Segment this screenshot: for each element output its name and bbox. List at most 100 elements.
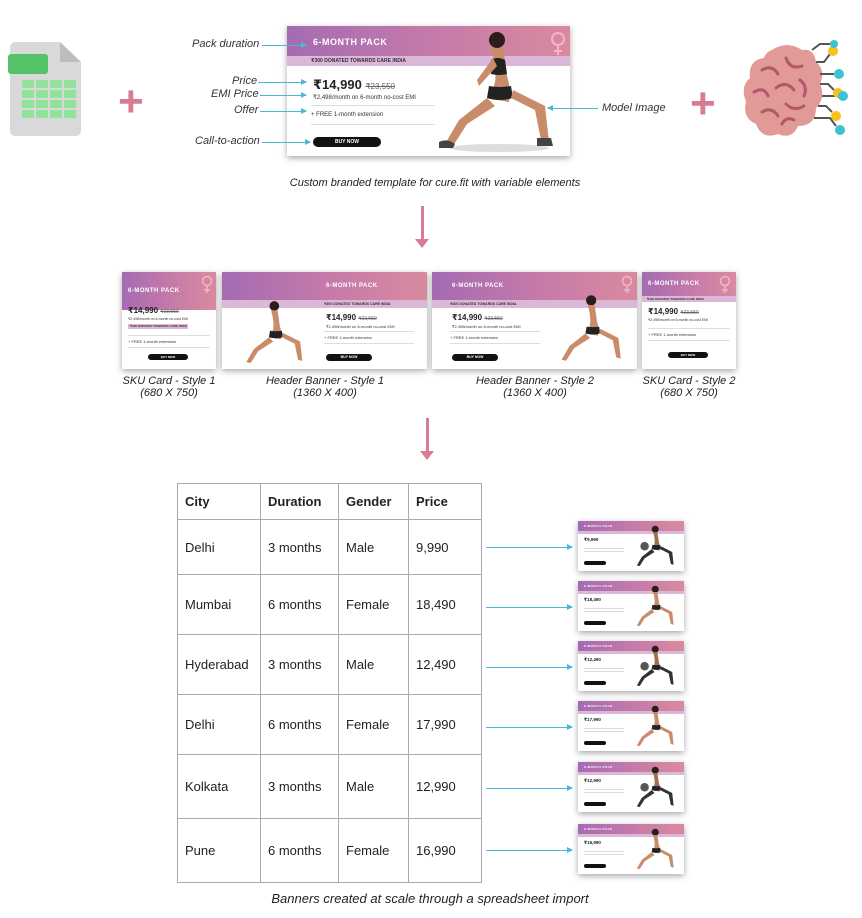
pack-title: 6-MONTH PACK [128, 288, 180, 294]
label-price: Price [232, 75, 258, 87]
output-banner: 6-MONTH PACK₹12,990 [578, 762, 684, 812]
buy-now-button[interactable]: BUY NOW [313, 137, 381, 147]
col-gender: Gender [338, 483, 409, 520]
pack-title: 6-MONTH PACK [584, 524, 613, 528]
variant-caption: Header Banner - Style 1(1360 X 400) [265, 375, 384, 399]
donation-text: ₹300 DONATED TOWARDS CARE INDIA [450, 302, 517, 306]
cell: 17,990 [408, 694, 482, 755]
offer-line [584, 668, 624, 672]
offer: + FREE 1-month extension [324, 331, 414, 344]
buy-now-button[interactable] [584, 864, 606, 868]
model-image [636, 525, 674, 567]
buy-now-button[interactable]: BUY NOW [668, 352, 708, 358]
arrow-price [258, 79, 307, 85]
model-image [439, 32, 553, 152]
model-image [636, 705, 674, 747]
offer: + FREE 1-month extension [128, 335, 210, 348]
price: ₹14,990 ₹23,550 [128, 306, 179, 315]
label-offer: Offer [234, 104, 259, 116]
price: ₹14,990 ₹23,550 [648, 307, 699, 316]
cell: 3 months [260, 754, 339, 819]
offer: + FREE 1-month extension [648, 328, 730, 341]
buy-now-button[interactable]: BUY NOW [326, 354, 372, 361]
price: ₹16,990 [584, 840, 601, 845]
variant-header-banner-1: 6-MONTH PACK ₹300 DONATED TOWARDS CARE I… [222, 272, 427, 369]
buy-now-button[interactable]: BUY NOW [148, 354, 188, 360]
buy-now-button[interactable] [584, 621, 606, 625]
offer-line [584, 608, 624, 612]
model-image [636, 585, 674, 627]
offer-line [584, 548, 624, 552]
cell: 6 months [260, 818, 339, 883]
output-banner: 6-MONTH PACK ₹16,990 [578, 824, 684, 874]
output-banner: 6-MONTH PACK ₹12,490 [578, 641, 684, 691]
cell: 3 months [260, 634, 339, 695]
emi-price: ₹2,498/month on 6-month no-cost EMI [452, 324, 521, 329]
pack-title: 6-MONTH PACK [584, 644, 613, 648]
buy-now-button[interactable]: BUY NOW [452, 354, 498, 361]
buy-now-button[interactable] [584, 561, 606, 565]
offer-line [584, 728, 624, 732]
variant-header-banner-2: 6-MONTH PACK ₹300 DONATED TOWARDS CARE I… [432, 272, 637, 369]
down-arrow-icon [415, 206, 429, 248]
buy-now-button[interactable] [584, 741, 606, 745]
cell: 12,490 [408, 634, 482, 695]
row-arrow [486, 664, 573, 670]
template-caption: Custom branded template for cure.fit wit… [289, 177, 581, 189]
output-banner: 6-MONTH PACK₹9,990 [578, 521, 684, 571]
emi-price: ₹2,498/month on 6-month no-cost EMI [326, 324, 395, 329]
buy-now-button[interactable] [584, 681, 606, 685]
cell: Delhi [177, 519, 261, 575]
emi-price: ₹2,498/month on 6-month no-cost EMI [128, 317, 189, 321]
pack-title: 6-MONTH PACK [584, 827, 613, 831]
pack-title: 6-MONTH PACK [648, 281, 700, 287]
arrow-offer [260, 108, 307, 114]
pack-title: 6-MONTH PACK [452, 283, 504, 289]
variant-sku-card-2: 6-MONTH PACK ₹300 DONATED TOWARDS CARE I… [642, 272, 736, 369]
cell: Kolkata [177, 754, 261, 819]
spreadsheet-icon [8, 42, 81, 136]
cell: Female [338, 818, 409, 883]
price: ₹17,990 [584, 717, 601, 722]
venus-icon [551, 32, 565, 55]
row-arrow [486, 544, 573, 550]
price: ₹18,490 [584, 597, 601, 602]
row-arrow [486, 724, 573, 730]
plus-icon: + [690, 79, 716, 128]
price: ₹12,490 [584, 657, 601, 662]
plus-icon: + [118, 77, 144, 126]
cell: 9,990 [408, 519, 482, 575]
label-call-to-action: Call-to-action [195, 135, 260, 147]
donation-text: ₹300 DONATED TOWARDS CARE INDIA [311, 58, 406, 64]
output-banner: 6-MONTH PACK ₹18,490 [578, 581, 684, 631]
variant-caption: Header Banner - Style 2(1360 X 400) [475, 375, 594, 399]
model-image [636, 645, 674, 687]
buy-now-button[interactable] [584, 802, 606, 806]
cell: 12,990 [408, 754, 482, 819]
arrow-model-image [547, 105, 598, 111]
cell: 6 months [260, 694, 339, 755]
table-header-row: City Duration Gender Price [177, 483, 482, 520]
brain-ai-icon [743, 40, 848, 136]
label-model-image: Model Image [602, 102, 666, 114]
offer-line [584, 851, 624, 855]
model-image [246, 301, 303, 364]
price: ₹12,990 [584, 778, 601, 783]
pack-title: 6-MONTH PACK [326, 283, 378, 289]
cell: Female [338, 574, 409, 635]
cell: 18,490 [408, 574, 482, 635]
row-arrow [486, 785, 573, 791]
arrow-emi-price [260, 92, 307, 98]
price: ₹14,990 ₹23,550 [313, 77, 395, 92]
row-arrow [486, 847, 573, 853]
cell: 3 months [260, 519, 339, 575]
label-emi-price: EMI Price [211, 88, 259, 100]
offer-line [584, 789, 624, 793]
pack-title: 6-MONTH PACK [584, 584, 613, 588]
